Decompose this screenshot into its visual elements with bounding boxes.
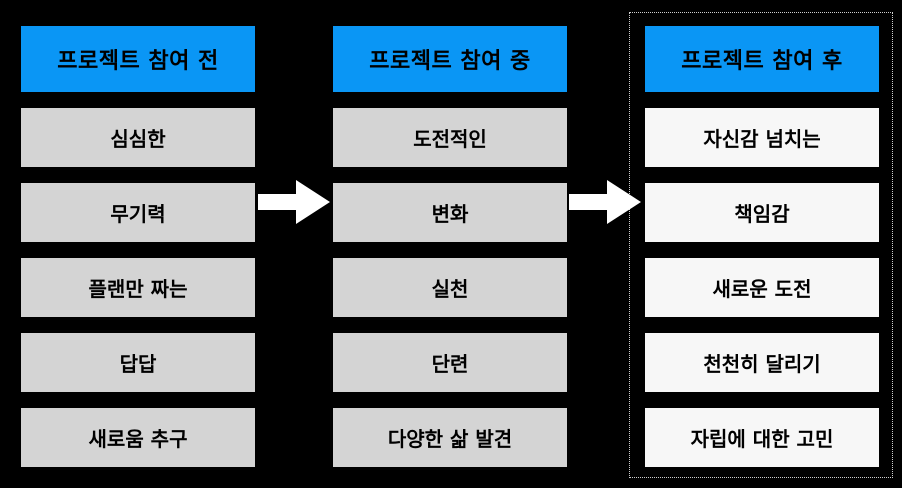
list-item-after-1: 자신감 넘치는 [645, 108, 879, 167]
list-item-during-5: 다양한 삶 발견 [333, 408, 567, 467]
column-header-before: 프로젝트 참여 전 [21, 26, 255, 92]
list-item-after-5: 자립에 대한 고민 [645, 408, 879, 467]
column-before-project: 프로젝트 참여 전 심심한 무기력 플랜만 짜는 답답 새로움 추구 [21, 26, 255, 467]
column-after-project: 프로젝트 참여 후 자신감 넘치는 책임감 새로운 도전 천천히 달리기 자립에… [645, 26, 879, 467]
list-item-before-3: 플랜만 짜는 [21, 258, 255, 317]
list-item-before-2: 무기력 [21, 183, 255, 242]
after-column-dotted-frame [629, 12, 893, 478]
list-item-after-2: 책임감 [645, 183, 879, 242]
list-item-after-3: 새로운 도전 [645, 258, 879, 317]
list-item-during-4: 단련 [333, 333, 567, 392]
column-header-after: 프로젝트 참여 후 [645, 26, 879, 92]
list-item-before-4: 답답 [21, 333, 255, 392]
right-arrow-icon [569, 180, 641, 224]
right-arrow-icon [258, 180, 330, 224]
list-item-after-4: 천천히 달리기 [645, 333, 879, 392]
list-item-during-2: 변화 [333, 183, 567, 242]
list-item-before-1: 심심한 [21, 108, 255, 167]
column-during-project: 프로젝트 참여 중 도전적인 변화 실천 단련 다양한 삶 발견 [333, 26, 567, 467]
list-item-before-5: 새로움 추구 [21, 408, 255, 467]
list-item-during-3: 실천 [333, 258, 567, 317]
column-header-during: 프로젝트 참여 중 [333, 26, 567, 92]
list-item-during-1: 도전적인 [333, 108, 567, 167]
